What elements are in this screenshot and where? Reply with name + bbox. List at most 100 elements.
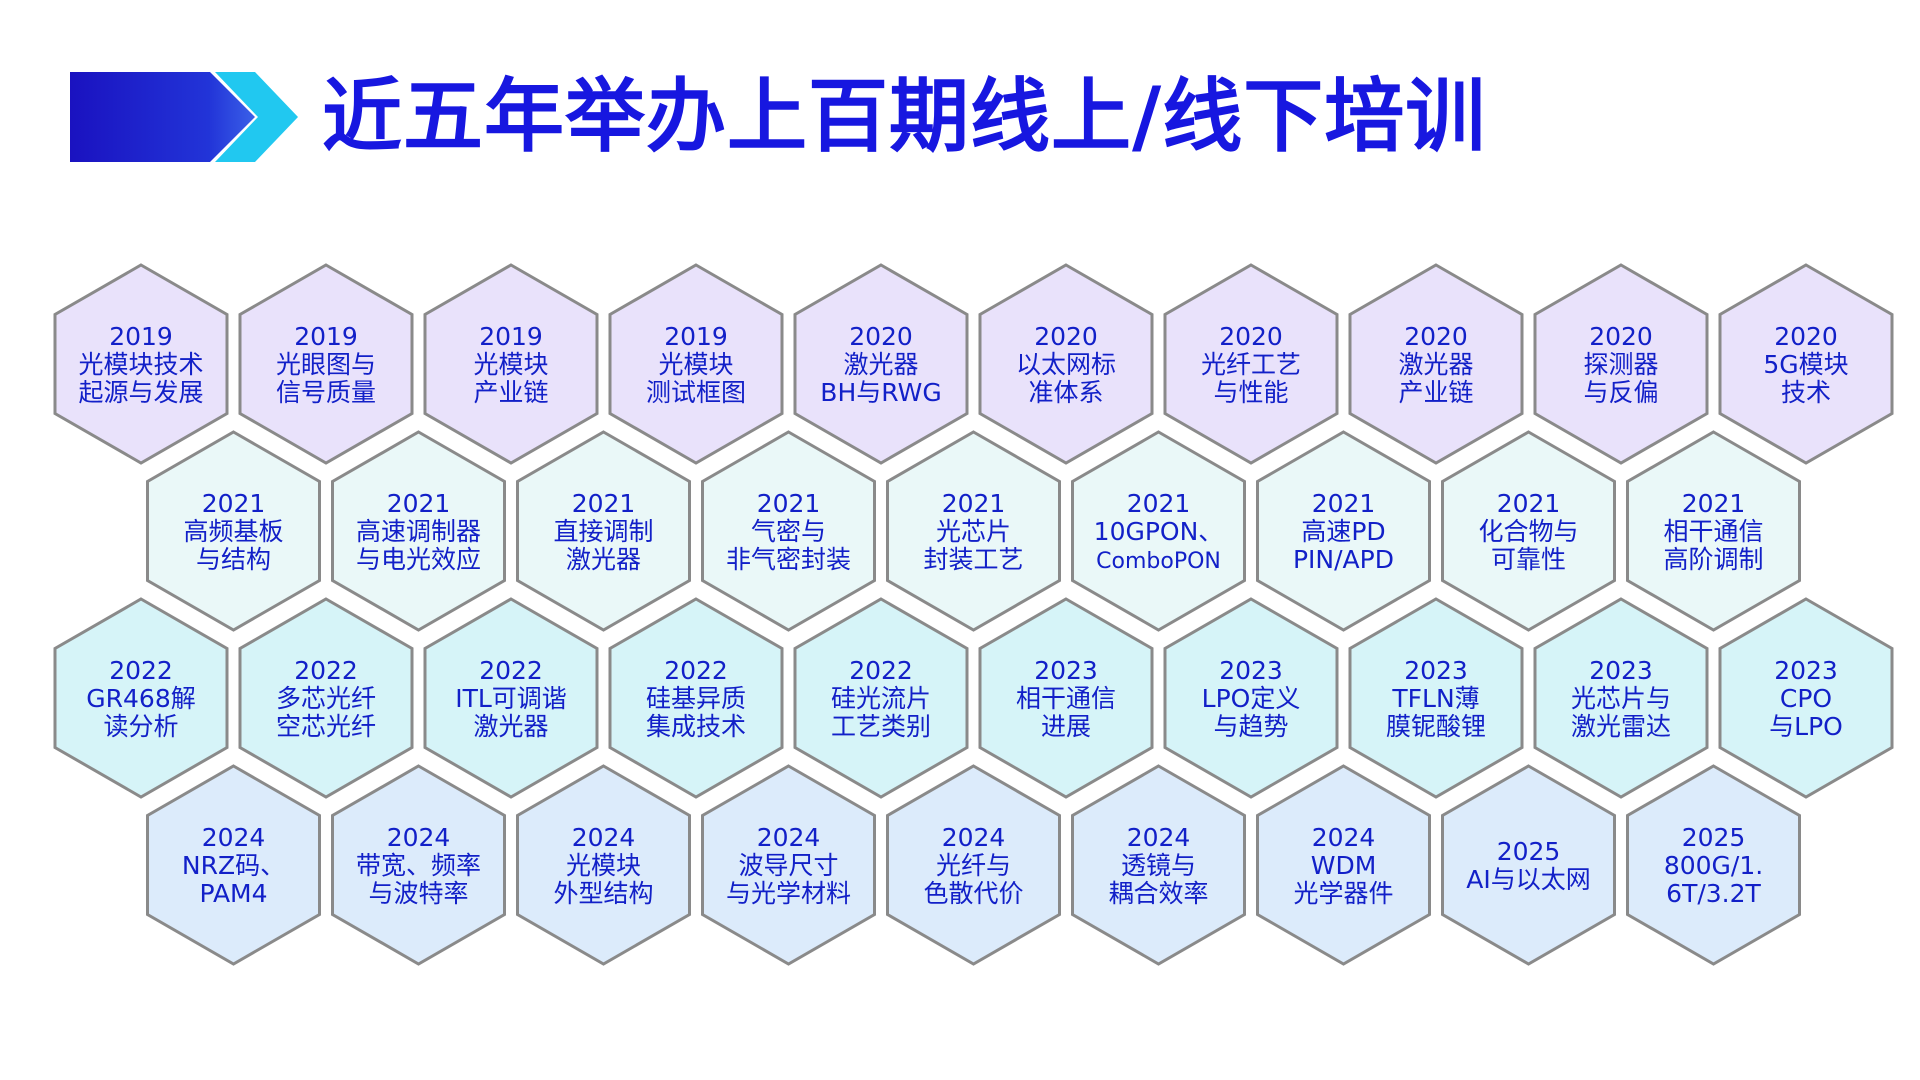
hexagon-topic-line: 相干通信	[1016, 684, 1116, 713]
hexagon-topic-line: 硅基异质	[646, 684, 746, 713]
hexagon-topic-line: NRZ码、	[182, 851, 285, 880]
hexagon-year: 2020	[849, 322, 913, 351]
hexagon-year: 2025	[1497, 837, 1561, 866]
hexagon-topic-line: 6T/3.2T	[1666, 879, 1761, 908]
hexagon-year: 2023	[1219, 656, 1283, 685]
hexagon-year: 2023	[1774, 656, 1838, 685]
hexagon-shape	[1626, 764, 1801, 966]
page-title: 近五年举办上百期线上/线下培训	[322, 70, 1487, 163]
hexagon-shape	[146, 430, 321, 632]
hexagon-shape	[701, 764, 876, 966]
hexagon-topic-line: 耦合效率	[1108, 879, 1208, 908]
hexagon-shape	[146, 764, 321, 966]
hexagon-topic-line: 外型结构	[553, 879, 653, 908]
hexagon-year: 2024	[202, 823, 266, 852]
hexagon-topic-line: 产业链	[473, 378, 548, 407]
hexagon-shape	[1348, 597, 1524, 799]
hexagon-year: 2020	[1034, 322, 1098, 351]
hexagon-year: 2023	[1034, 656, 1098, 685]
hexagon-shape	[238, 263, 414, 465]
hexagon-topic-line: 工艺类别	[831, 712, 931, 741]
hexagon-shape	[1718, 597, 1894, 799]
hexagon-shape	[1533, 597, 1709, 799]
hexagon-year: 2021	[757, 489, 821, 518]
hexagon-topic-line: ITL可调谐	[455, 684, 567, 713]
hexagon-shape	[53, 597, 229, 799]
hexagon-topic-line: 色散代价	[923, 879, 1023, 908]
hexagon-year: 2024	[1127, 823, 1191, 852]
hexagon-year: 2021	[1497, 489, 1561, 518]
hexagon-topic-line: 光模块	[566, 851, 641, 880]
hexagon-topic-line: 技术	[1781, 378, 1831, 407]
hexagon-topic-line: LPO定义	[1202, 684, 1301, 713]
hexagon-topic-line: 与性能	[1213, 378, 1288, 407]
hexagon-shape	[1071, 430, 1246, 632]
hexagon-topic-line: PIN/APD	[1293, 545, 1394, 574]
hexagon-shape	[1071, 764, 1246, 966]
hexagon-topic-line: 高频基板	[183, 517, 283, 546]
hexagon-topic-line: 封装工艺	[923, 545, 1023, 574]
hexagon-year: 2019	[664, 322, 728, 351]
hexagon-shape	[1256, 764, 1431, 966]
hexagon-year: 2021	[1312, 489, 1376, 518]
hexagon-shape	[608, 263, 784, 465]
hexagon-year: 2022	[664, 656, 728, 685]
hexagon-year: 2022	[479, 656, 543, 685]
hexagon-shape	[886, 430, 1061, 632]
hexagon-year: 2019	[294, 322, 358, 351]
hexagon-topic-line: 5G模块	[1763, 350, 1848, 379]
hexagon-topic-line: 相干通信	[1663, 517, 1763, 546]
hexagon-topic-line: 信号质量	[276, 378, 376, 407]
hexagon-topic-line: 高速调制器	[356, 517, 481, 546]
hexagon-topic-line: BH与RWG	[820, 378, 941, 407]
hexagon-year: 2024	[757, 823, 821, 852]
hexagon-topic-line: 光模块	[473, 350, 548, 379]
hexagon-shape	[1163, 263, 1339, 465]
hexagon-year: 2020	[1404, 322, 1468, 351]
hexagon-topic-line: 集成技术	[646, 712, 746, 741]
hexagon-topic-line: 多芯光纤	[276, 684, 376, 713]
hexagon-topic-line: 直接调制	[553, 517, 653, 546]
hexagon-topic-line: 准体系	[1028, 378, 1103, 407]
hexagon-shape	[608, 597, 784, 799]
hexagon-year: 2022	[109, 656, 173, 685]
hexagon-shape	[423, 263, 599, 465]
hexagon-shape	[1718, 263, 1894, 465]
hexagon-shape	[701, 430, 876, 632]
hexagon-topic-line: 与趋势	[1213, 712, 1288, 741]
hexagon-year: 2023	[1404, 656, 1468, 685]
hexagon-topic-line: 与LPO	[1769, 712, 1843, 741]
hexagon-topic-line: 产业链	[1398, 378, 1473, 407]
double-chevron-arrow-icon	[70, 72, 298, 162]
hexagon-topic-line: 800G/1.	[1664, 851, 1763, 880]
hexagon-year: 2024	[942, 823, 1006, 852]
hexagon-topic-line: CPO	[1780, 684, 1832, 713]
hexagon-shape	[978, 597, 1154, 799]
hexagon-topic-line: 激光雷达	[1571, 712, 1671, 741]
arrow-back-chevron	[215, 72, 298, 162]
hexagon-topic-line: 非气密封装	[726, 545, 851, 574]
hexagon-shape	[793, 263, 969, 465]
hexagon-shape	[1256, 430, 1431, 632]
hexagon-topic-line: 探测器	[1583, 350, 1658, 379]
hexagon-topic-line: 波导尺寸	[738, 851, 838, 880]
hexagon-topic-line: 带宽、频率	[356, 851, 481, 880]
hexagon-topic-line: 10GPON、	[1094, 517, 1224, 546]
hexagon-topic-line: 光模块技术	[78, 350, 203, 379]
hexagon-topic-line: 光纤与	[936, 851, 1011, 880]
